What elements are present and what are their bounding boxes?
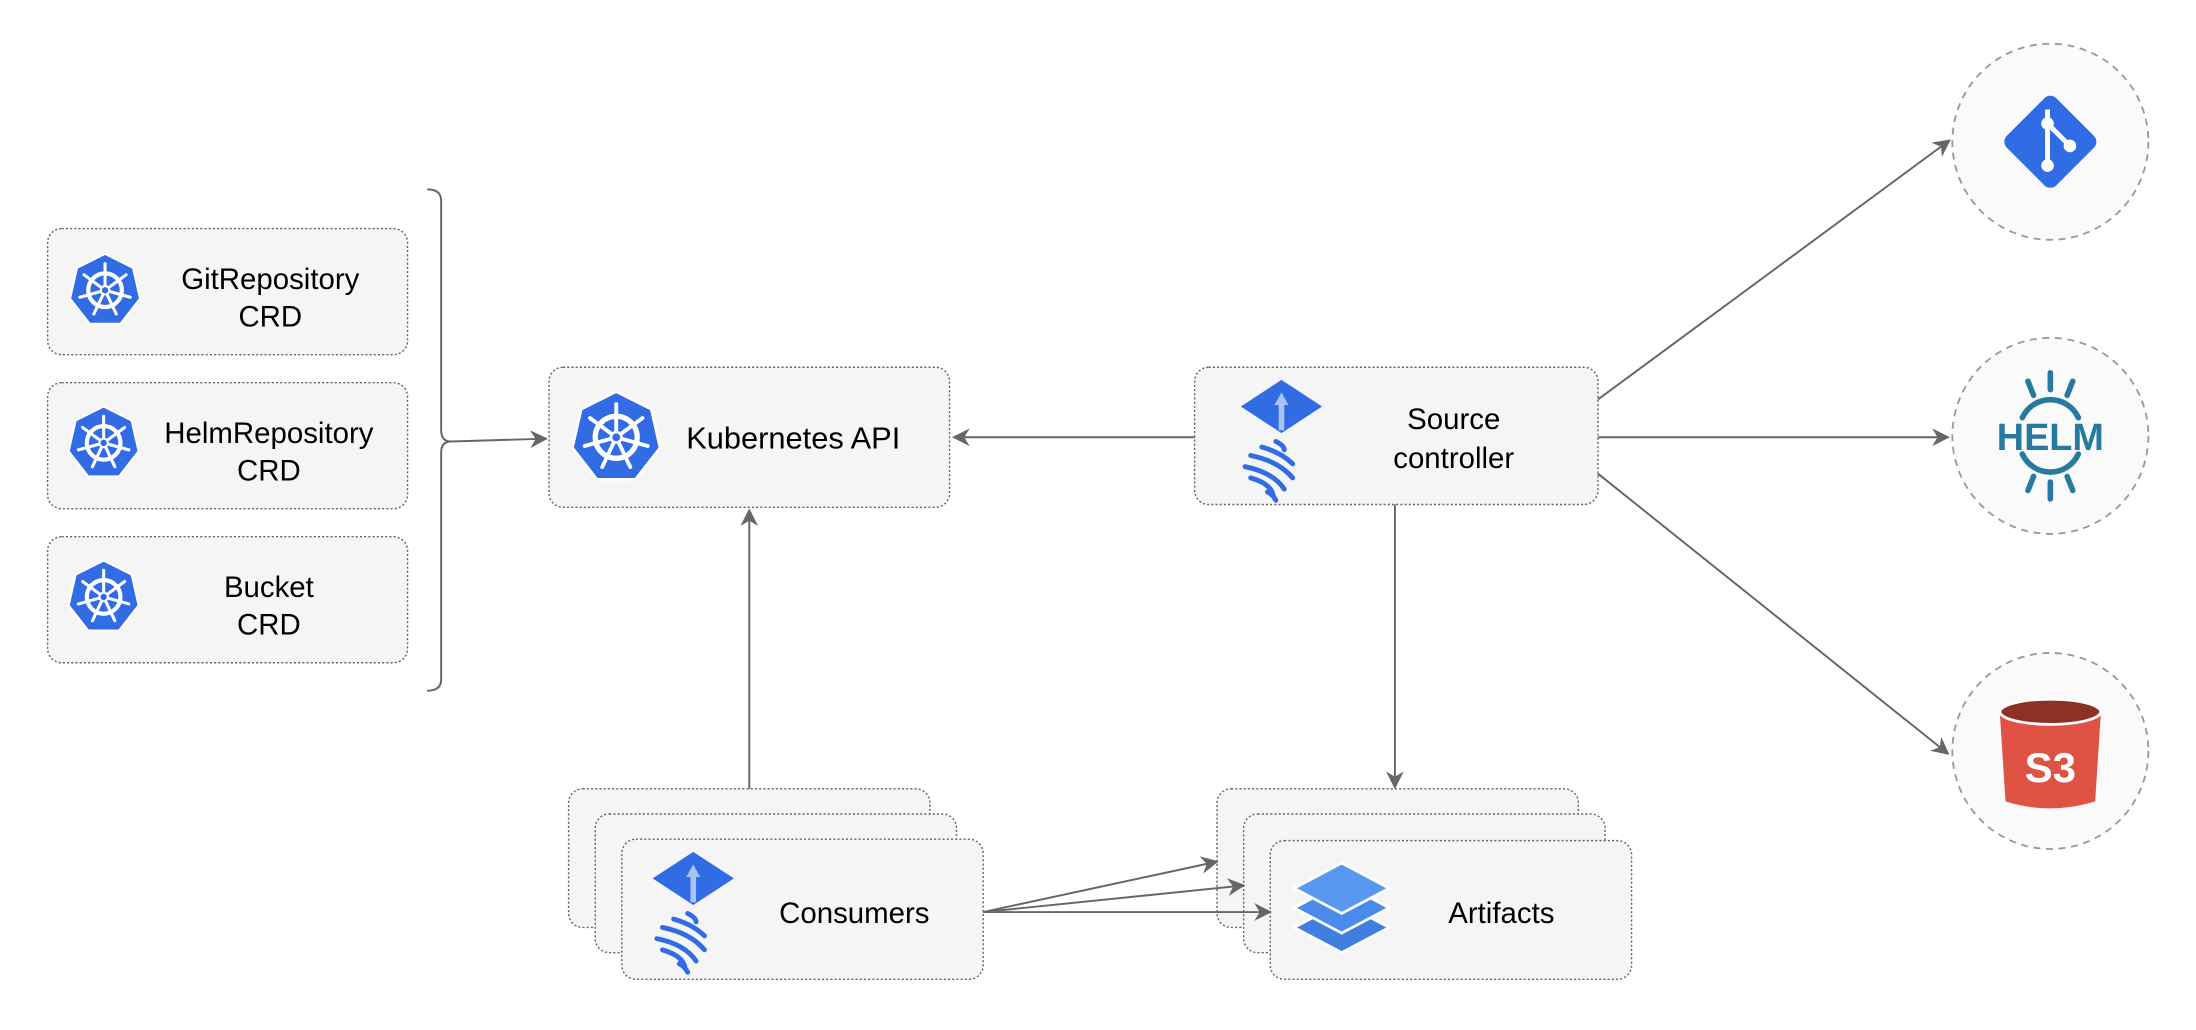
kubernetes-api-node[interactable]: Kubernetes API bbox=[548, 366, 951, 508]
edge-consumers-to-artifacts bbox=[983, 878, 1246, 914]
edge-controller-to-s3 bbox=[1597, 472, 1950, 755]
edge-controller-to-git bbox=[1597, 139, 1951, 401]
crd-helm-repository[interactable]: HelmRepository CRD bbox=[46, 381, 409, 510]
node-label: Source bbox=[1407, 403, 1500, 436]
crd-label: Bucket bbox=[224, 571, 314, 604]
consumers-node[interactable]: Consumers bbox=[567, 788, 984, 980]
crd-bucket[interactable]: Bucket CRD bbox=[46, 536, 409, 664]
helm-icon: HELM bbox=[1997, 370, 2104, 502]
node-label: controller bbox=[1393, 442, 1514, 475]
crd-git-repository[interactable]: GitRepository CRD bbox=[46, 227, 409, 356]
edge-crds-to-api bbox=[450, 430, 548, 448]
crd-label: GitRepository bbox=[181, 263, 359, 296]
helm-source[interactable]: HELM bbox=[1951, 336, 2150, 535]
s3-source[interactable]: S3 bbox=[1951, 652, 2150, 850]
node-label: Kubernetes API bbox=[686, 420, 900, 455]
git-icon bbox=[2004, 95, 2097, 188]
layers-icon bbox=[1291, 861, 1393, 955]
source-controller-node[interactable]: Source controller bbox=[1193, 366, 1599, 506]
crd-label: CRD bbox=[237, 609, 301, 642]
artifacts-node[interactable]: Artifacts bbox=[1216, 788, 1633, 980]
svg-text:HELM: HELM bbox=[1997, 417, 2104, 459]
brace bbox=[427, 188, 452, 692]
crd-label: CRD bbox=[237, 455, 301, 488]
node-label: Consumers bbox=[779, 897, 929, 930]
git-source[interactable] bbox=[1951, 42, 2150, 241]
node-label: Artifacts bbox=[1448, 897, 1554, 930]
s3-bucket-icon: S3 bbox=[1998, 697, 2103, 809]
svg-text:S3: S3 bbox=[2025, 744, 2076, 791]
edge-consumers-to-artifacts bbox=[982, 856, 1219, 914]
crd-label: HelmRepository bbox=[164, 417, 373, 450]
crd-label: CRD bbox=[238, 301, 302, 334]
